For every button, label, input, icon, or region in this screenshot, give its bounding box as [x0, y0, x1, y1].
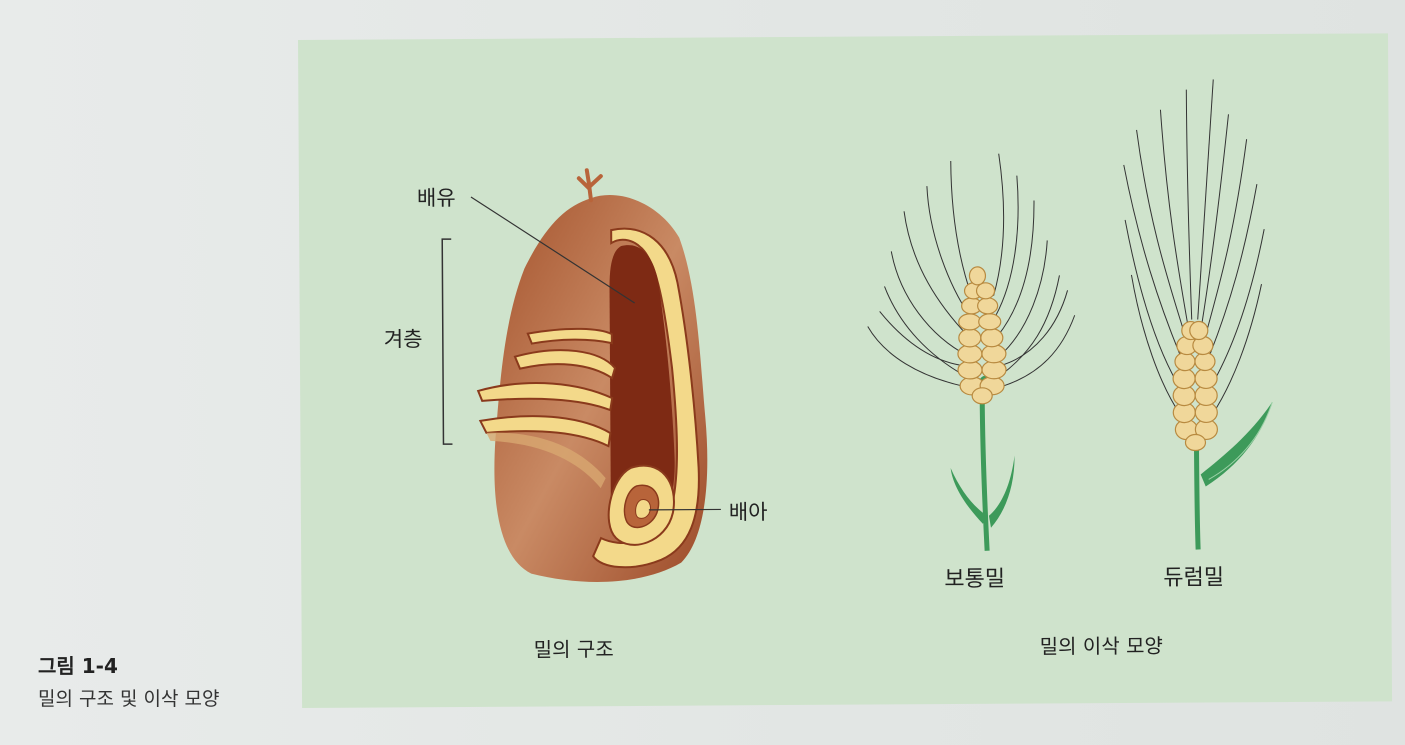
common-wheat-label: 보통밀	[944, 566, 1006, 593]
germ-label: 배아	[728, 500, 768, 525]
grain-structure-caption: 밀의 구조	[533, 637, 614, 662]
figure-number: 그림 1-4	[38, 654, 118, 678]
common-wheat-ear	[867, 153, 1076, 551]
durum-wheat-label: 듀럼밀	[1163, 565, 1225, 591]
brush-hairs	[576, 168, 603, 203]
durum-wheat-ear	[1123, 79, 1273, 550]
wheat-grain-diagram	[441, 168, 721, 582]
bran-layer-label: 겨층	[383, 327, 423, 352]
ear-shape-caption: 밀의 이삭 모양	[1039, 633, 1163, 659]
germ-detail	[607, 464, 675, 546]
endosperm-inner	[609, 245, 675, 528]
figure-panel: 배유 겨층 배아 밀의 구조 보통밀 듀럼밀 밀의 이삭 모양	[298, 33, 1393, 708]
endosperm-leader-line	[470, 196, 635, 304]
peeled-bran-layers	[476, 327, 617, 489]
figure-illustration	[441, 79, 1273, 582]
bran-bracket	[441, 238, 453, 445]
figure-caption: 밀의 구조 및 이삭 모양	[38, 688, 220, 710]
endosperm-label: 배유	[416, 186, 456, 211]
